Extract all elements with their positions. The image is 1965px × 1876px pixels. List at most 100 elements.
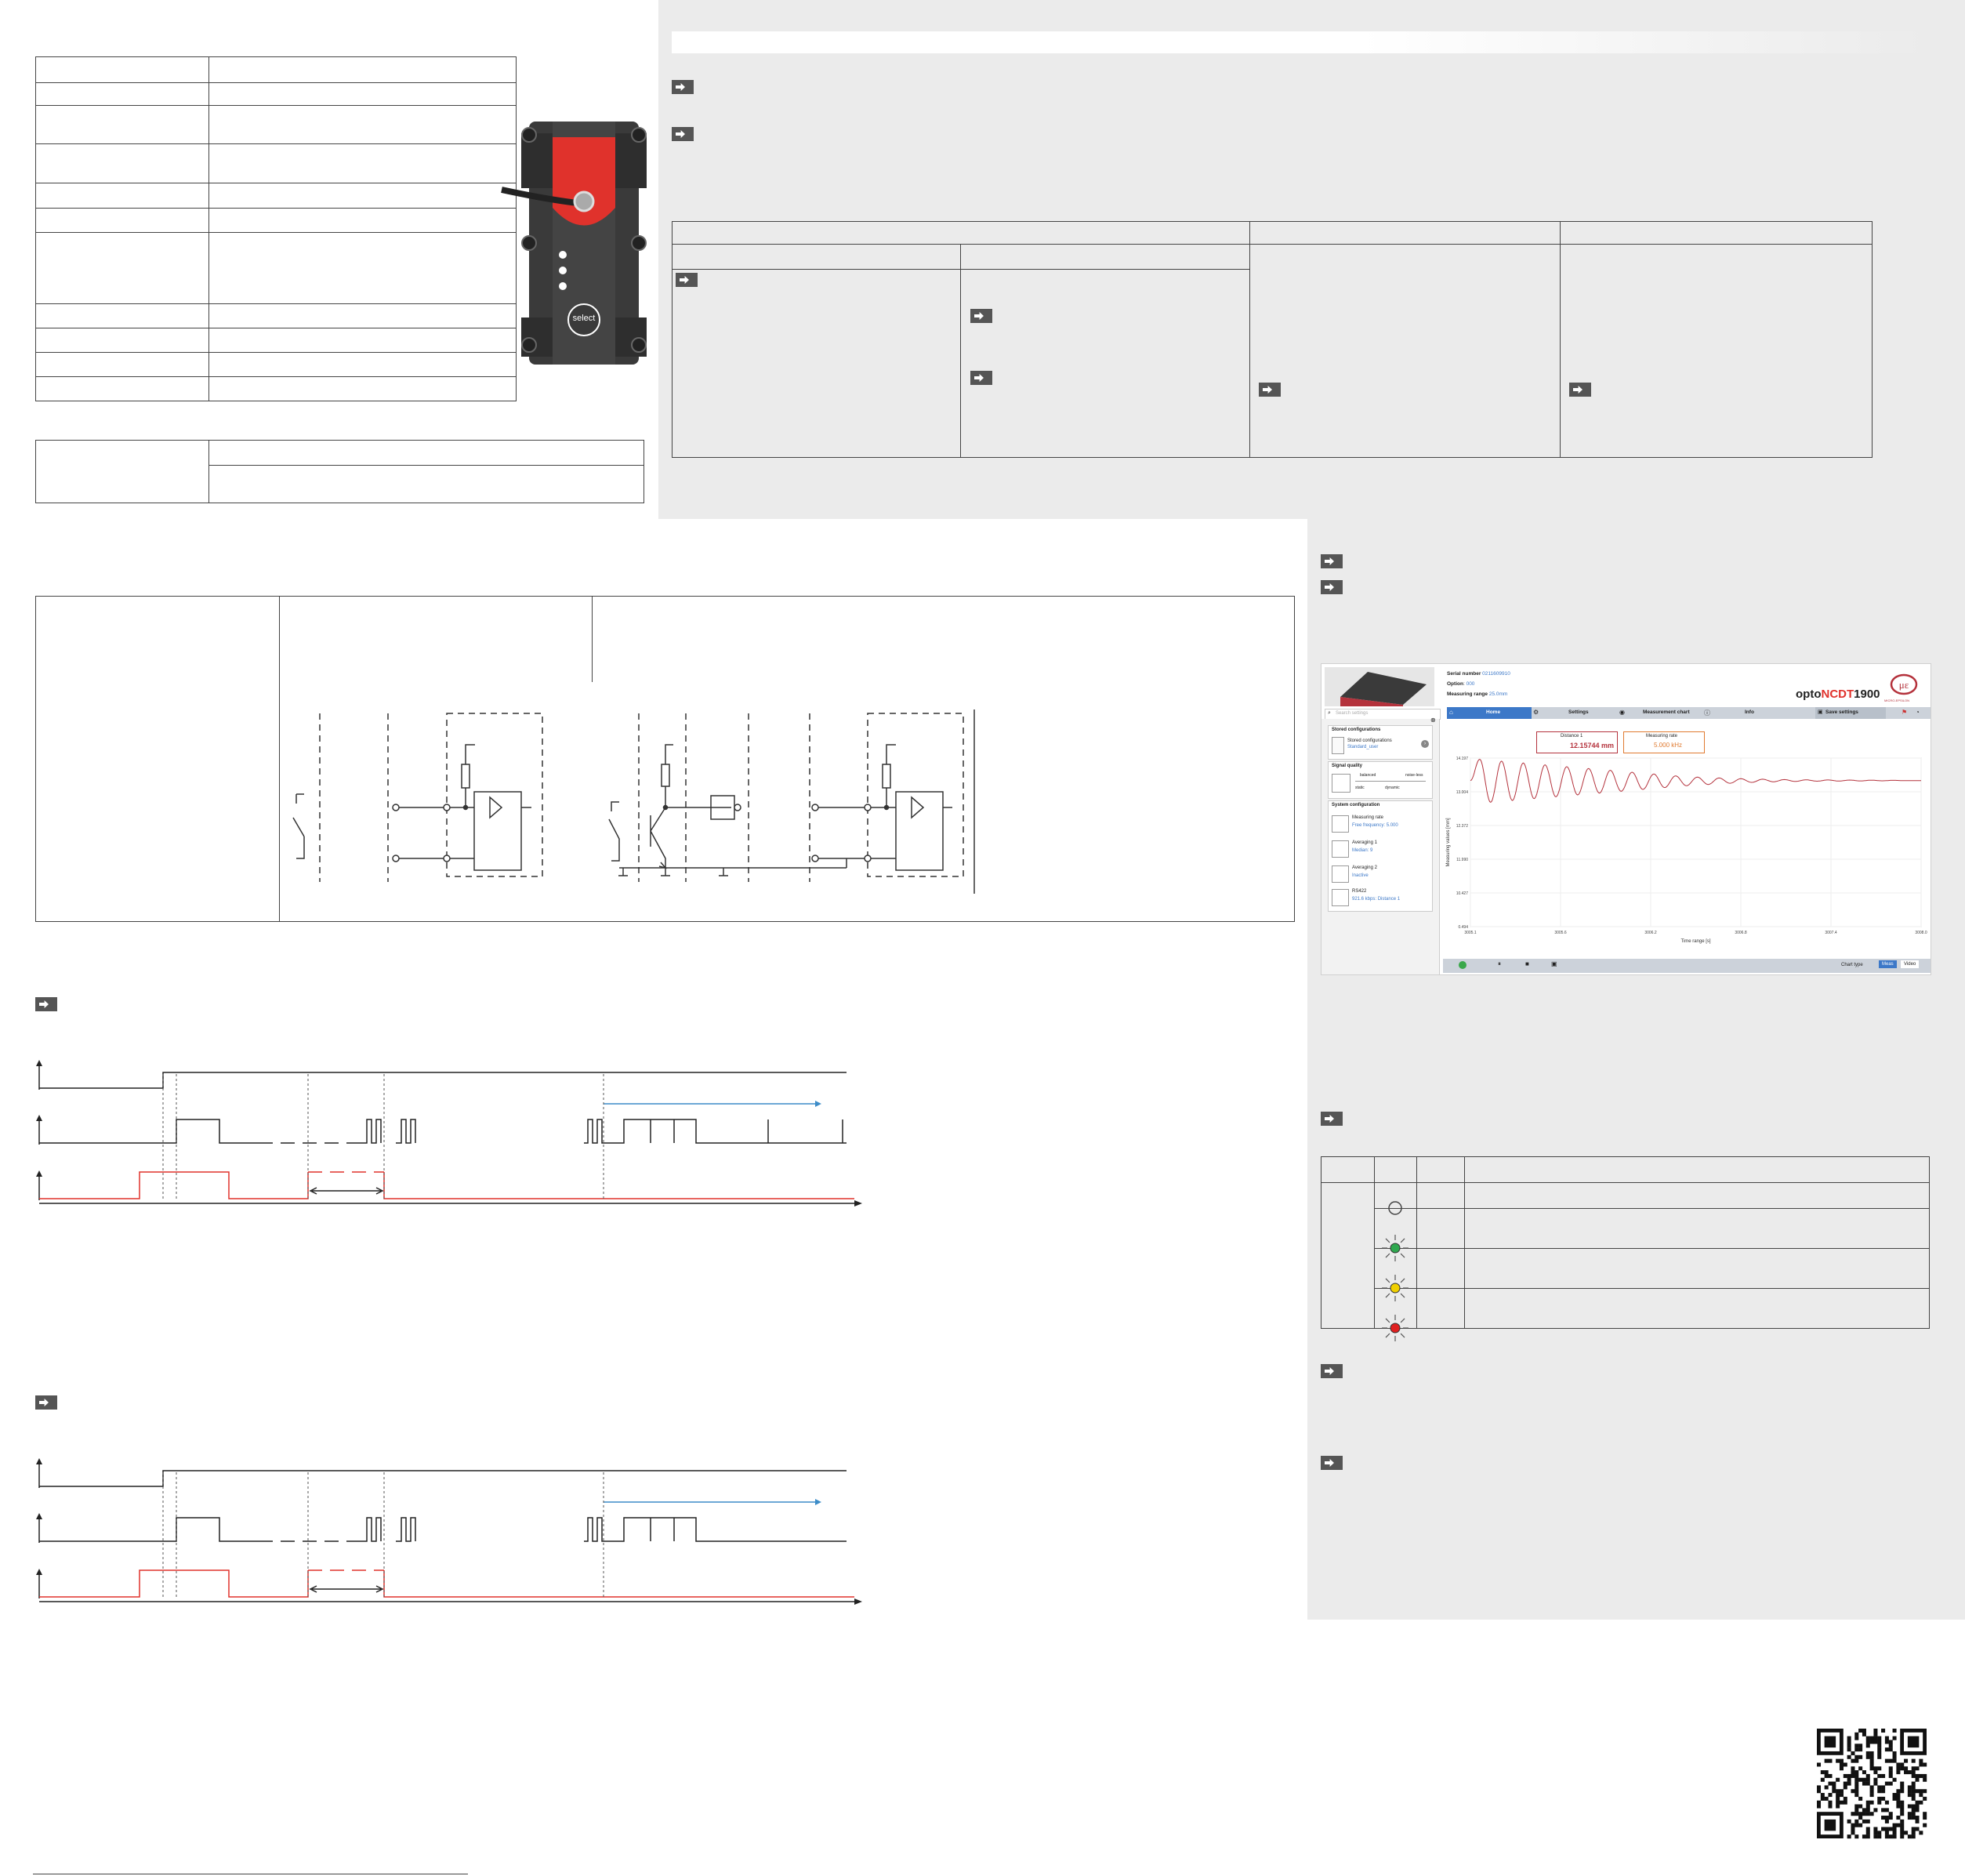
stop-icon[interactable]: ■ xyxy=(1525,960,1529,967)
qr-module xyxy=(1854,1808,1859,1812)
qr-module xyxy=(1854,1754,1859,1759)
save-icon[interactable]: ▣ xyxy=(1551,960,1557,967)
led-ray xyxy=(1400,1238,1405,1243)
qr-module xyxy=(1888,1766,1893,1771)
qr-module xyxy=(1884,1736,1889,1740)
axis-arrow xyxy=(36,1060,42,1066)
qr-module xyxy=(1896,1793,1901,1798)
qr-module xyxy=(1851,1812,1855,1816)
qr-module xyxy=(1851,1823,1855,1827)
tab-settings[interactable]: Settings xyxy=(1568,709,1589,715)
sys-item[interactable]: Averaging 2 Inactive xyxy=(1329,862,1432,886)
averaging-icon xyxy=(1332,865,1349,883)
qr-module xyxy=(1858,1754,1863,1759)
qr-module xyxy=(1923,1812,1927,1816)
qr-module xyxy=(1907,1812,1912,1816)
qr-module xyxy=(1865,1808,1870,1812)
qr-module xyxy=(1862,1808,1866,1812)
x-tick-label: 3006.2 xyxy=(1644,931,1657,935)
qr-module xyxy=(1862,1770,1866,1775)
qr-module xyxy=(1888,1770,1893,1775)
document-icon xyxy=(1332,737,1344,754)
axis-arrow xyxy=(36,1115,42,1121)
pause-icon[interactable]: ⏸ xyxy=(1498,960,1501,967)
qr-module xyxy=(1820,1793,1825,1798)
signal-slider[interactable] xyxy=(1355,781,1426,782)
main-nav: ⌂ Home ⚙ Settings ◉ Measurement chart ⓘ … xyxy=(1447,707,1931,719)
close-icon[interactable]: ⊗ xyxy=(1430,717,1436,724)
circuit-diagram-right xyxy=(608,709,975,894)
qr-module xyxy=(1881,1816,1886,1820)
qr-module xyxy=(1915,1804,1920,1809)
qr-module xyxy=(1843,1773,1847,1778)
led-ray xyxy=(1385,1293,1390,1298)
sys-item[interactable]: RS422 921.6 kbps: Distance 1 xyxy=(1329,886,1432,909)
qr-finder xyxy=(1824,1819,1836,1831)
qr-module xyxy=(1896,1770,1901,1775)
qr-module xyxy=(1877,1754,1882,1759)
tab-measurement-chart[interactable]: Measurement chart xyxy=(1643,709,1690,715)
qr-module xyxy=(1869,1758,1874,1763)
qr-module xyxy=(1854,1747,1859,1752)
qr-module xyxy=(1911,1770,1916,1775)
qr-module xyxy=(1869,1800,1874,1805)
qr-module xyxy=(1888,1740,1893,1744)
tab-home[interactable]: ⌂ Home xyxy=(1447,707,1532,719)
led-ray xyxy=(1385,1253,1390,1258)
chart-type-meas[interactable]: Meas xyxy=(1879,960,1897,968)
qr-module xyxy=(1817,1785,1822,1790)
signal-line xyxy=(584,1517,847,1542)
software-screenshot: Serial number 0211609910 Option: 000 Mea… xyxy=(1321,663,1931,975)
play-icon[interactable] xyxy=(1459,961,1466,969)
qr-module xyxy=(1869,1812,1874,1816)
qr-module xyxy=(1858,1729,1863,1733)
averaging-icon xyxy=(1332,840,1349,858)
signal-line xyxy=(396,1517,416,1542)
company-name: MICRO-EPSILON xyxy=(1884,699,1910,702)
qr-module xyxy=(1915,1773,1920,1778)
qr-module xyxy=(1915,1766,1920,1771)
qr-module xyxy=(1854,1758,1859,1763)
chart-type-video[interactable]: Video xyxy=(1901,960,1920,968)
qr-module xyxy=(1828,1781,1833,1786)
qr-module xyxy=(1884,1808,1889,1812)
save-settings-button[interactable]: ▣ Save settings xyxy=(1815,707,1886,719)
qr-module xyxy=(1884,1816,1889,1820)
qr-module xyxy=(1919,1762,1923,1767)
qr-module xyxy=(1911,1834,1916,1839)
qr-module xyxy=(1877,1740,1882,1744)
qr-module xyxy=(1892,1827,1897,1831)
qr-module xyxy=(1851,1773,1855,1778)
qr-module xyxy=(1892,1736,1897,1740)
company-logo: με xyxy=(1890,673,1918,695)
qr-module xyxy=(1911,1812,1916,1816)
led-cell xyxy=(1374,1182,1417,1215)
qr-module xyxy=(1911,1781,1916,1786)
qr-module xyxy=(1881,1796,1886,1801)
qr-module xyxy=(1923,1777,1927,1782)
qr-module xyxy=(1832,1789,1836,1794)
qr-module xyxy=(1900,1808,1905,1812)
qr-module xyxy=(1896,1762,1901,1767)
qr-module xyxy=(1865,1754,1870,1759)
sys-item[interactable]: Averaging 1 Median: 9 xyxy=(1329,837,1432,861)
qr-module xyxy=(1919,1773,1923,1778)
tab-info[interactable]: Info xyxy=(1745,709,1754,715)
qr-module xyxy=(1888,1747,1893,1752)
flag-icon[interactable]: ⚑ xyxy=(1902,709,1908,716)
sys-item[interactable]: Measuring rate Free frequency: 5.000 xyxy=(1329,812,1432,836)
led-ray xyxy=(1400,1253,1405,1258)
qr-module xyxy=(1836,1793,1840,1798)
qr-module xyxy=(1873,1781,1878,1786)
qr-module xyxy=(1881,1827,1886,1831)
qr-module xyxy=(1824,1785,1829,1790)
search-input[interactable]: ⌕ Search settings xyxy=(1325,709,1441,720)
system-config-card: System configuration Measuring rate Free… xyxy=(1328,800,1433,912)
qr-module xyxy=(1881,1773,1886,1778)
qr-module xyxy=(1843,1762,1847,1767)
chevron-right-icon[interactable]: › xyxy=(1421,740,1429,748)
user-icon[interactable]: ◔ xyxy=(1916,709,1920,716)
qr-module xyxy=(1877,1834,1882,1839)
qr-module xyxy=(1858,1747,1863,1752)
